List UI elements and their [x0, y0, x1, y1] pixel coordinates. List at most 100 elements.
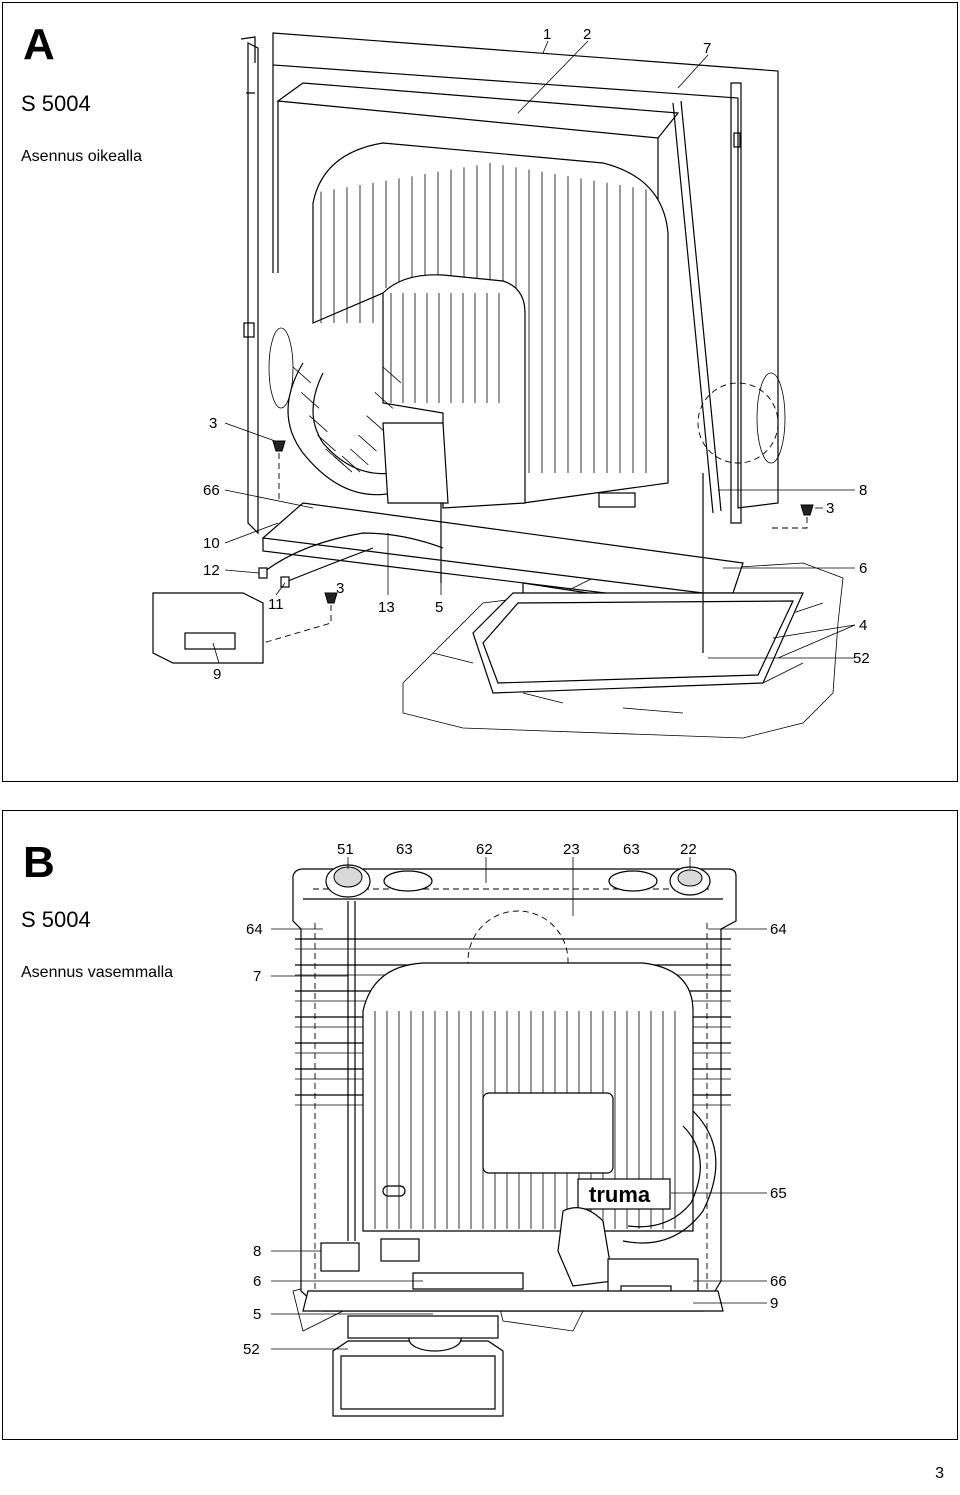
- callout-9: 9: [770, 1295, 778, 1312]
- control-unit-display: [184, 632, 236, 650]
- right-bracket-slot: [733, 132, 741, 148]
- screw-icon: [800, 504, 814, 516]
- callout-9: 9: [213, 666, 221, 683]
- callout-23: 23: [563, 841, 580, 858]
- sensor-12: [258, 567, 268, 579]
- drip-tray-rim: [340, 1355, 496, 1410]
- valve-block: [320, 1242, 360, 1272]
- exhaust-collar: [557, 1207, 614, 1287]
- grip-block: [598, 492, 636, 508]
- base-plate: [302, 1290, 724, 1312]
- callout-3: 3: [209, 415, 217, 432]
- callout-12: 12: [203, 562, 220, 579]
- combustion-chamber: [382, 274, 526, 509]
- panel-a-letter: A: [23, 20, 55, 69]
- callout-22: 22: [680, 841, 697, 858]
- callout-4: 4: [859, 617, 867, 634]
- exhaust-hose-outer: [622, 1110, 717, 1244]
- callout-5: 5: [253, 1306, 261, 1323]
- exhaust-hose-inner: [627, 1125, 701, 1228]
- callout-62: 62: [476, 841, 493, 858]
- screw-icon: [272, 440, 286, 452]
- right-bracket: [730, 82, 742, 524]
- panel-b-subtitle: Asennus vasemmalla: [21, 964, 174, 981]
- control-unit: [152, 592, 264, 664]
- callout-63-left: 63: [396, 841, 413, 858]
- callout-6: 6: [859, 560, 867, 577]
- burner-box: [347, 1315, 499, 1339]
- screw-guides: [262, 453, 808, 644]
- drip-tray: [332, 1340, 504, 1417]
- fin-line: [292, 366, 312, 384]
- opening-63-right: [608, 870, 658, 892]
- fin-line: [341, 455, 361, 473]
- bracket-slot: [243, 322, 255, 338]
- heater-drawing-b: truma: [243, 841, 787, 1417]
- grille-slot: [382, 1185, 406, 1197]
- heater-drawing-a: 1 2 7 3 66 8 3 10 6 12 3 11 13 5 4 52 9: [152, 26, 870, 739]
- combustion-chamber-fins: [390, 293, 500, 403]
- bracket-hook: [240, 36, 256, 94]
- callout-7: 7: [703, 40, 711, 57]
- heat-exchanger-fins: [320, 163, 647, 473]
- callout-6: 6: [253, 1273, 261, 1290]
- panel-b: B S 5004 Asennus vasemmalla truma: [2, 810, 958, 1440]
- callout-5: 5: [435, 599, 443, 616]
- callout-51: 51: [337, 841, 354, 858]
- callout-11: 11: [268, 596, 284, 613]
- callout-64-left: 64: [246, 921, 263, 938]
- panel-a-model: S 5004: [21, 91, 91, 116]
- duct-circle-right: [697, 382, 779, 464]
- callout-63-right: 63: [623, 841, 640, 858]
- panel-a: A S 5004 Asennus oikealla: [2, 2, 958, 782]
- fin-line: [300, 392, 320, 409]
- floor-texture: [432, 602, 824, 714]
- heat-exchanger: [312, 142, 669, 504]
- leader-lines: [271, 857, 767, 1350]
- screw-icon: [324, 592, 338, 604]
- fin-line: [309, 415, 328, 432]
- brand-plate: [577, 1178, 671, 1210]
- duct-circle: [467, 910, 569, 1012]
- sensor-cable-11: [287, 547, 374, 582]
- callout-64-right: 64: [770, 921, 787, 938]
- exhaust-hose-rings: [292, 366, 402, 473]
- panel-b-model: S 5004: [21, 907, 91, 932]
- brand-logo: truma: [589, 1182, 651, 1207]
- sensor-cable-12: [264, 532, 444, 572]
- callout-1: 1: [543, 26, 551, 43]
- callout-66: 66: [203, 482, 220, 499]
- fin-line: [317, 434, 336, 452]
- callout-10: 10: [203, 535, 220, 552]
- sensor-11: [280, 576, 290, 588]
- grip-block: [380, 1238, 420, 1262]
- callout-8: 8: [253, 1243, 261, 1260]
- rod-7-b: [680, 100, 722, 512]
- callout-2: 2: [583, 26, 591, 43]
- opening-63-left: [383, 870, 433, 892]
- fin-line: [333, 455, 353, 473]
- drip-tray: [472, 592, 804, 694]
- fin-line: [366, 415, 385, 432]
- callout-65: 65: [770, 1185, 787, 1202]
- callout-13: 13: [378, 599, 395, 616]
- panel-a-subtitle: Asennus oikealla: [21, 148, 142, 165]
- fin-line: [350, 448, 369, 466]
- callout-52: 52: [243, 1341, 260, 1358]
- top-cover: [276, 82, 680, 139]
- base-plate: [261, 502, 744, 594]
- callout-52: 52: [853, 650, 870, 667]
- callout-7: 7: [253, 968, 261, 985]
- exhaust-hose-outer: [287, 362, 394, 496]
- panel-b-letter: B: [23, 838, 55, 887]
- leader-lines: [212, 40, 856, 664]
- grille-panel: [482, 1092, 614, 1174]
- fin-line: [374, 392, 394, 409]
- callout-3-bottom: 3: [336, 580, 344, 597]
- exhaust-hose-inner: [312, 372, 394, 475]
- callout-66: 66: [770, 1273, 787, 1290]
- knob-22-cap: [677, 869, 703, 887]
- callout-8: 8: [859, 482, 867, 499]
- knob-51-cap: [333, 866, 363, 888]
- fin-line: [358, 434, 377, 452]
